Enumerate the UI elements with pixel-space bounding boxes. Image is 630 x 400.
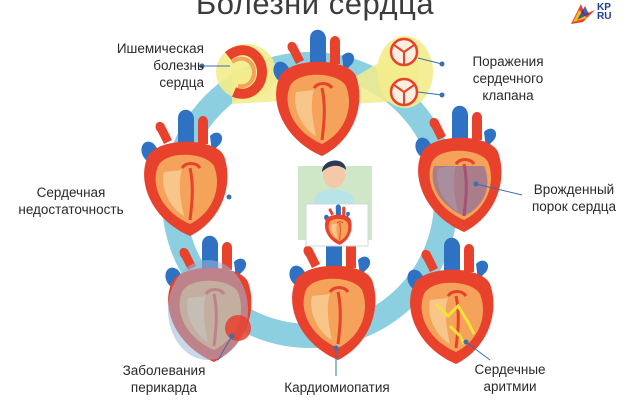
label-ischemic: Ишемическая болезнь сердца: [116, 41, 204, 90]
label-arrhythmia: Сердечные аритмии: [474, 362, 546, 394]
label-congenital: Врожденный порок сердца: [531, 182, 617, 214]
logo-star-icon: [571, 4, 595, 24]
label-valve: Поражения сердечного клапана: [472, 54, 544, 103]
label-pericardium: Заболевания перикарда: [122, 363, 206, 395]
valve-icon: [389, 37, 419, 107]
label-failure: Сердечная недостаточность: [18, 185, 124, 217]
label-cardiomyopathy: Кардиомиопатия: [284, 380, 390, 395]
page-title: Болезни сердца: [195, 0, 435, 21]
heart-failure-icon: [139, 108, 229, 238]
heart-arrhythmia-icon: [405, 236, 495, 366]
heart-congenital-icon: [413, 104, 503, 234]
artery-icon: [224, 45, 268, 99]
heart-ischemic-icon: [271, 28, 361, 158]
doctor-figure: [298, 160, 372, 247]
